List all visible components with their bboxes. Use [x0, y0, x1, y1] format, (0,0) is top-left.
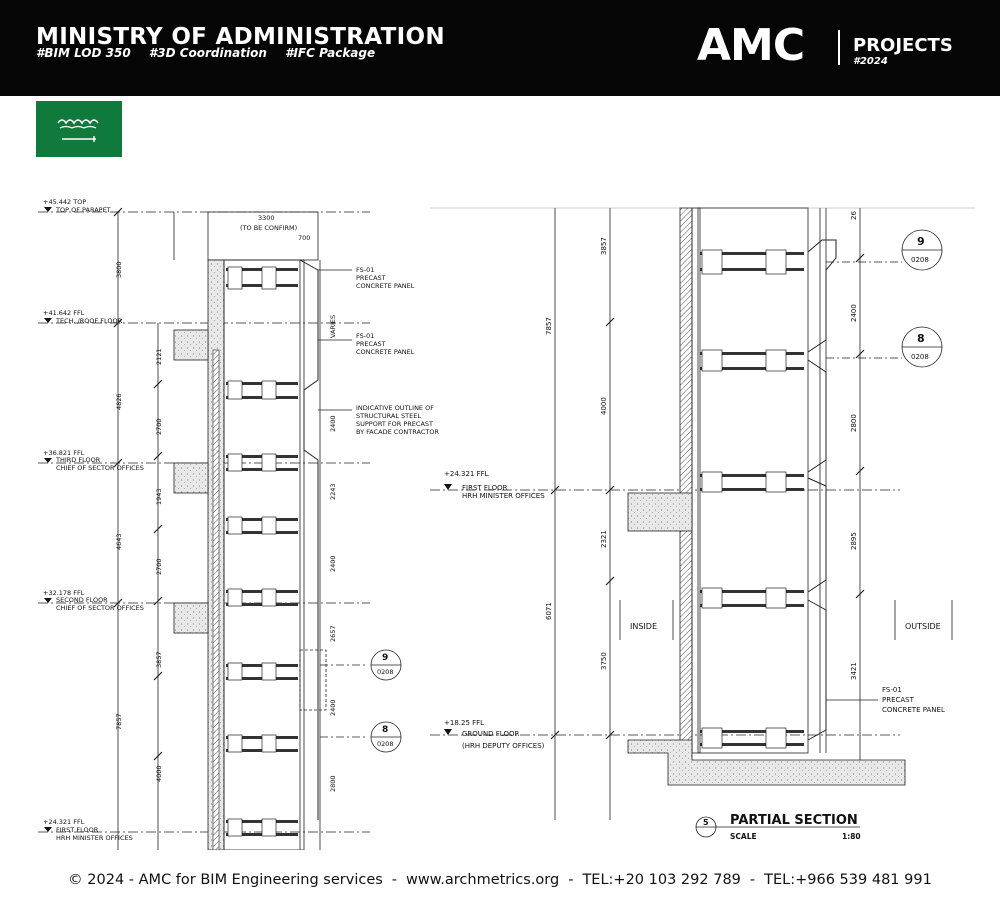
note-text: CONCRETE PANEL [882, 706, 945, 714]
section-title: PARTIAL SECTION [730, 813, 858, 828]
note-text: CONCRETE PANEL [356, 348, 415, 356]
section-tag-ref: 0208 [377, 740, 394, 748]
dim-label: 2400 [850, 304, 858, 322]
section-tag-number: 9 [917, 235, 925, 248]
section-tag-number: 8 [382, 725, 388, 735]
section-title-number: 5 [703, 818, 709, 827]
amc-logo: AMC [697, 20, 805, 71]
tag-3d-coordination: #3D Coordination [148, 46, 267, 60]
section-drawings: +45.442 TOP TOP OF PARAPET +41.642 FFL T… [38, 198, 975, 850]
note-text: BY FACADE CONTRACTOR [356, 428, 439, 436]
header-divider [838, 30, 840, 65]
note-text: PRECAST [356, 340, 386, 348]
dim-label: 2800 [850, 414, 858, 432]
dim-label: 3750 [600, 652, 608, 670]
level-value: +41.642 FFL [43, 309, 85, 317]
dim-label: 3857 [600, 237, 608, 255]
dim-label: 6071 [545, 602, 553, 620]
section-tag-number: 8 [917, 332, 925, 345]
projects-label: PROJECTS [853, 35, 953, 56]
level-name: TOP OF PARAPET [55, 206, 111, 214]
note-text: PRECAST [882, 696, 915, 704]
tag-bim-lod: #BIM LOD 350 [36, 46, 131, 60]
dim-label: 4643 [115, 533, 123, 550]
dim-label: 7857 [545, 317, 553, 335]
dim-label: 26 [850, 211, 858, 220]
dim-label: 3857 [155, 651, 163, 668]
note-text: INDICATIVE OUTLINE OF [356, 404, 434, 412]
level-value: +45.442 TOP [43, 198, 86, 206]
dim-label: 2800 [329, 775, 337, 792]
outside-label: OUTSIDE [905, 622, 941, 631]
level-value: +36.821 FFL [43, 449, 85, 457]
section-tag-number: 9 [382, 653, 388, 663]
dim-label: 2121 [155, 348, 163, 365]
dim-label: 2400 [329, 415, 337, 432]
dim-label: 7857 [115, 713, 123, 730]
note-text: STRUCTURAL STEEL [356, 412, 421, 420]
footer-phone-egypt: TEL:+20 103 292 789 [582, 872, 741, 888]
section-tag-ref: 0208 [911, 353, 929, 361]
level-name: TECH. /ROOF FLOOR [55, 317, 123, 325]
dim-label: 1943 [155, 488, 163, 505]
level-name: THIRD FLOOR [55, 456, 101, 464]
level-name: FIRST FLOOR [462, 484, 508, 492]
level-value: +24.321 FFL [444, 470, 489, 478]
note-text: FS-01 [356, 266, 374, 274]
right-section-drawing [430, 207, 975, 838]
dim-label: 2895 [850, 532, 858, 550]
saudi-flag-icon [36, 101, 122, 157]
level-sub: HRH MINISTER OFFICES [56, 834, 133, 842]
level-name: FIRST FLOOR [56, 826, 99, 834]
scale-label: SCALE [730, 832, 757, 841]
scale-value: 1:80 [842, 832, 861, 841]
level-name: GROUND FLOOR [462, 730, 519, 738]
year-label: #2024 [853, 56, 888, 67]
level-sub: CHIEF OF SECTOR OFFICES [56, 604, 144, 612]
level-sub: (HRH DEPUTY OFFICES) [462, 742, 545, 750]
left-section-drawing [38, 207, 402, 850]
level-value: +24.321 FFL [43, 818, 85, 826]
footer: © 2024 - AMC for BIM Engineering service… [68, 872, 932, 888]
header-bar: MINISTRY OF ADMINISTRATION #BIM LOD 350 … [0, 0, 1000, 96]
level-sub: CHIEF OF SECTOR OFFICES [56, 464, 144, 472]
level-name: SECOND FLOOR [56, 596, 108, 604]
left-drawing-labels: +45.442 TOP TOP OF PARAPET +41.642 FFL T… [43, 198, 439, 842]
dim-label: 2400 [329, 555, 337, 572]
note-text: PRECAST [356, 274, 386, 282]
dim-label: 4826 [115, 393, 123, 410]
footer-copyright: © 2024 - AMC for BIM Engineering service… [68, 872, 383, 888]
section-tag-ref: 0208 [377, 668, 394, 676]
note-text: FS-01 [882, 686, 902, 694]
dim-label: VARIES [329, 315, 337, 338]
dim-label: 2243 [329, 483, 337, 500]
footer-website-link[interactable]: www.archmetrics.org [406, 872, 560, 888]
dim-label: 2400 [329, 699, 337, 716]
level-value: +32.178 FFL [43, 589, 85, 597]
dim-label: 2657 [329, 625, 337, 642]
note-text: FS-01 [356, 332, 374, 340]
note-text: CONCRETE PANEL [356, 282, 415, 290]
level-sub: HRH MINISTER OFFICES [462, 492, 545, 500]
dim-label: 3300 [258, 214, 275, 222]
dim-label: 4000 [600, 397, 608, 415]
right-drawing-labels: +24.321 FFL FIRST FLOOR HRH MINISTER OFF… [444, 211, 945, 841]
dim-label: 2700 [155, 558, 163, 575]
dim-label: 3800 [115, 261, 123, 278]
project-tags: #BIM LOD 350 #3D Coordination #IFC Packa… [36, 46, 389, 60]
section-tag-ref: 0208 [911, 256, 929, 264]
dim-label: 3421 [850, 662, 858, 680]
level-value: +18.25 FFL [444, 719, 484, 727]
project-title: MINISTRY OF ADMINISTRATION [36, 24, 445, 50]
dim-label: 4000 [155, 765, 163, 782]
dim-label: 2700 [155, 418, 163, 435]
note-text: SUPPORT FOR PRECAST [356, 420, 433, 428]
tag-ifc-package: #IFC Package [285, 46, 376, 60]
dim-label: 2321 [600, 530, 608, 548]
dim-label: (TO BE CONFIRM) [240, 224, 297, 232]
inside-label: INSIDE [630, 622, 657, 631]
footer-phone-saudi: TEL:+966 539 481 991 [764, 872, 932, 888]
dim-label: 700 [298, 234, 310, 242]
